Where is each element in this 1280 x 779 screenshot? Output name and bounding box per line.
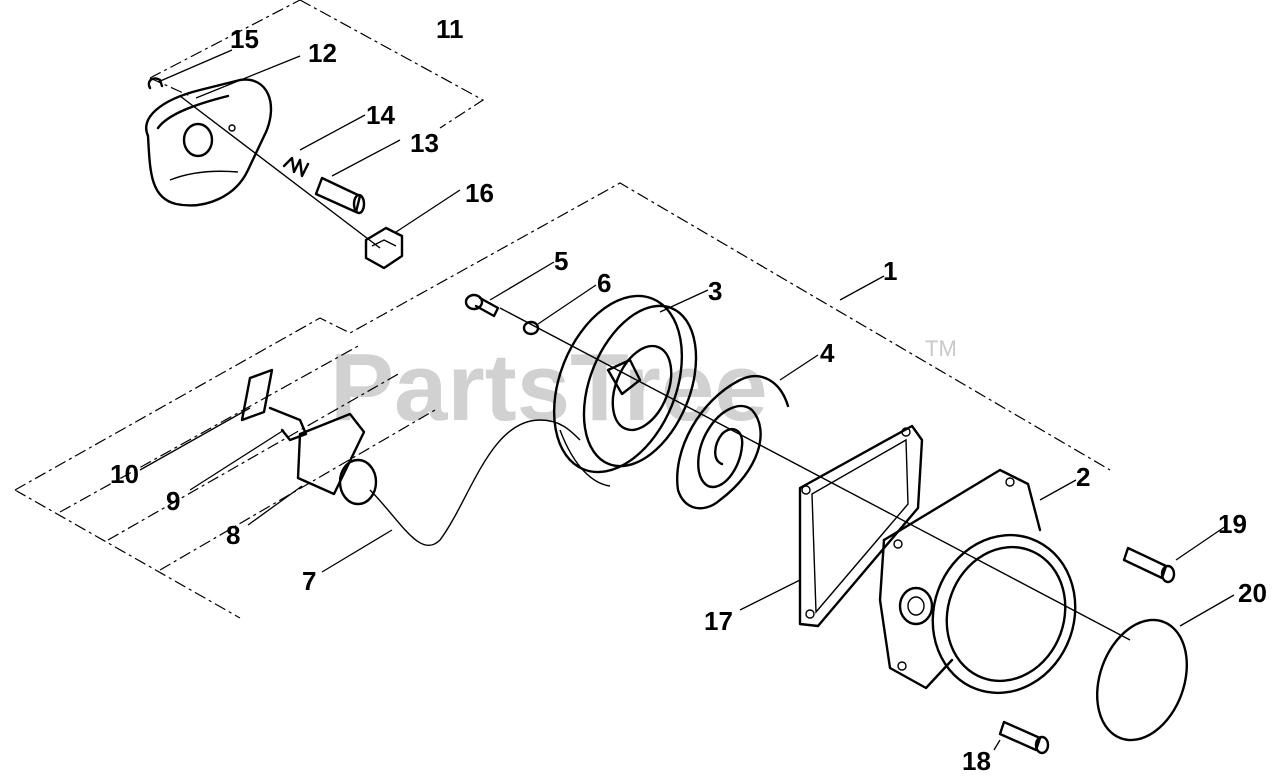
callout-2: 2 bbox=[1076, 462, 1090, 492]
callout-17: 17 bbox=[704, 606, 733, 636]
part-gasket bbox=[798, 424, 924, 628]
callout-10: 10 bbox=[110, 459, 139, 489]
part-pin bbox=[147, 77, 164, 90]
leader-lines bbox=[139, 49, 1235, 751]
callout-12: 12 bbox=[308, 38, 337, 68]
part-rope-handle bbox=[240, 368, 581, 547]
assembly-group-lines bbox=[14, 0, 1111, 619]
callout-labels: 1 2 3 4 5 6 7 8 9 10 11 12 13 14 15 16 1… bbox=[110, 14, 1267, 776]
axis-line-main bbox=[499, 307, 1131, 641]
callout-14: 14 bbox=[366, 100, 395, 130]
callout-15: 15 bbox=[230, 24, 259, 54]
watermark-text: PartsTree bbox=[330, 334, 768, 441]
axis-line-top bbox=[179, 95, 381, 249]
callout-7: 7 bbox=[302, 566, 316, 596]
callout-6: 6 bbox=[597, 268, 611, 298]
part-handle-cover bbox=[145, 78, 273, 207]
callout-16: 16 bbox=[465, 178, 494, 208]
watermark: PartsTree TM bbox=[330, 334, 957, 441]
part-bolt-18 bbox=[998, 720, 1050, 755]
callout-1: 1 bbox=[883, 256, 897, 286]
part-housing bbox=[878, 468, 1077, 695]
part-label-disc bbox=[1095, 618, 1189, 742]
callout-19: 19 bbox=[1218, 509, 1247, 539]
callout-18: 18 bbox=[962, 746, 991, 776]
watermark-trademark: TM bbox=[925, 336, 957, 361]
callout-5: 5 bbox=[554, 246, 568, 276]
callout-11: 11 bbox=[436, 14, 464, 44]
callout-3: 3 bbox=[708, 276, 722, 306]
callout-13: 13 bbox=[410, 128, 439, 158]
callout-20: 20 bbox=[1238, 578, 1267, 608]
part-pawl bbox=[314, 176, 366, 215]
part-reel bbox=[552, 294, 698, 487]
part-nut bbox=[364, 226, 404, 270]
part-small-spring bbox=[282, 156, 310, 178]
part-screw bbox=[464, 293, 500, 318]
callout-4: 4 bbox=[820, 338, 835, 368]
callout-9: 9 bbox=[166, 486, 180, 516]
part-bolt-19 bbox=[1122, 546, 1176, 584]
callout-8: 8 bbox=[226, 520, 240, 550]
